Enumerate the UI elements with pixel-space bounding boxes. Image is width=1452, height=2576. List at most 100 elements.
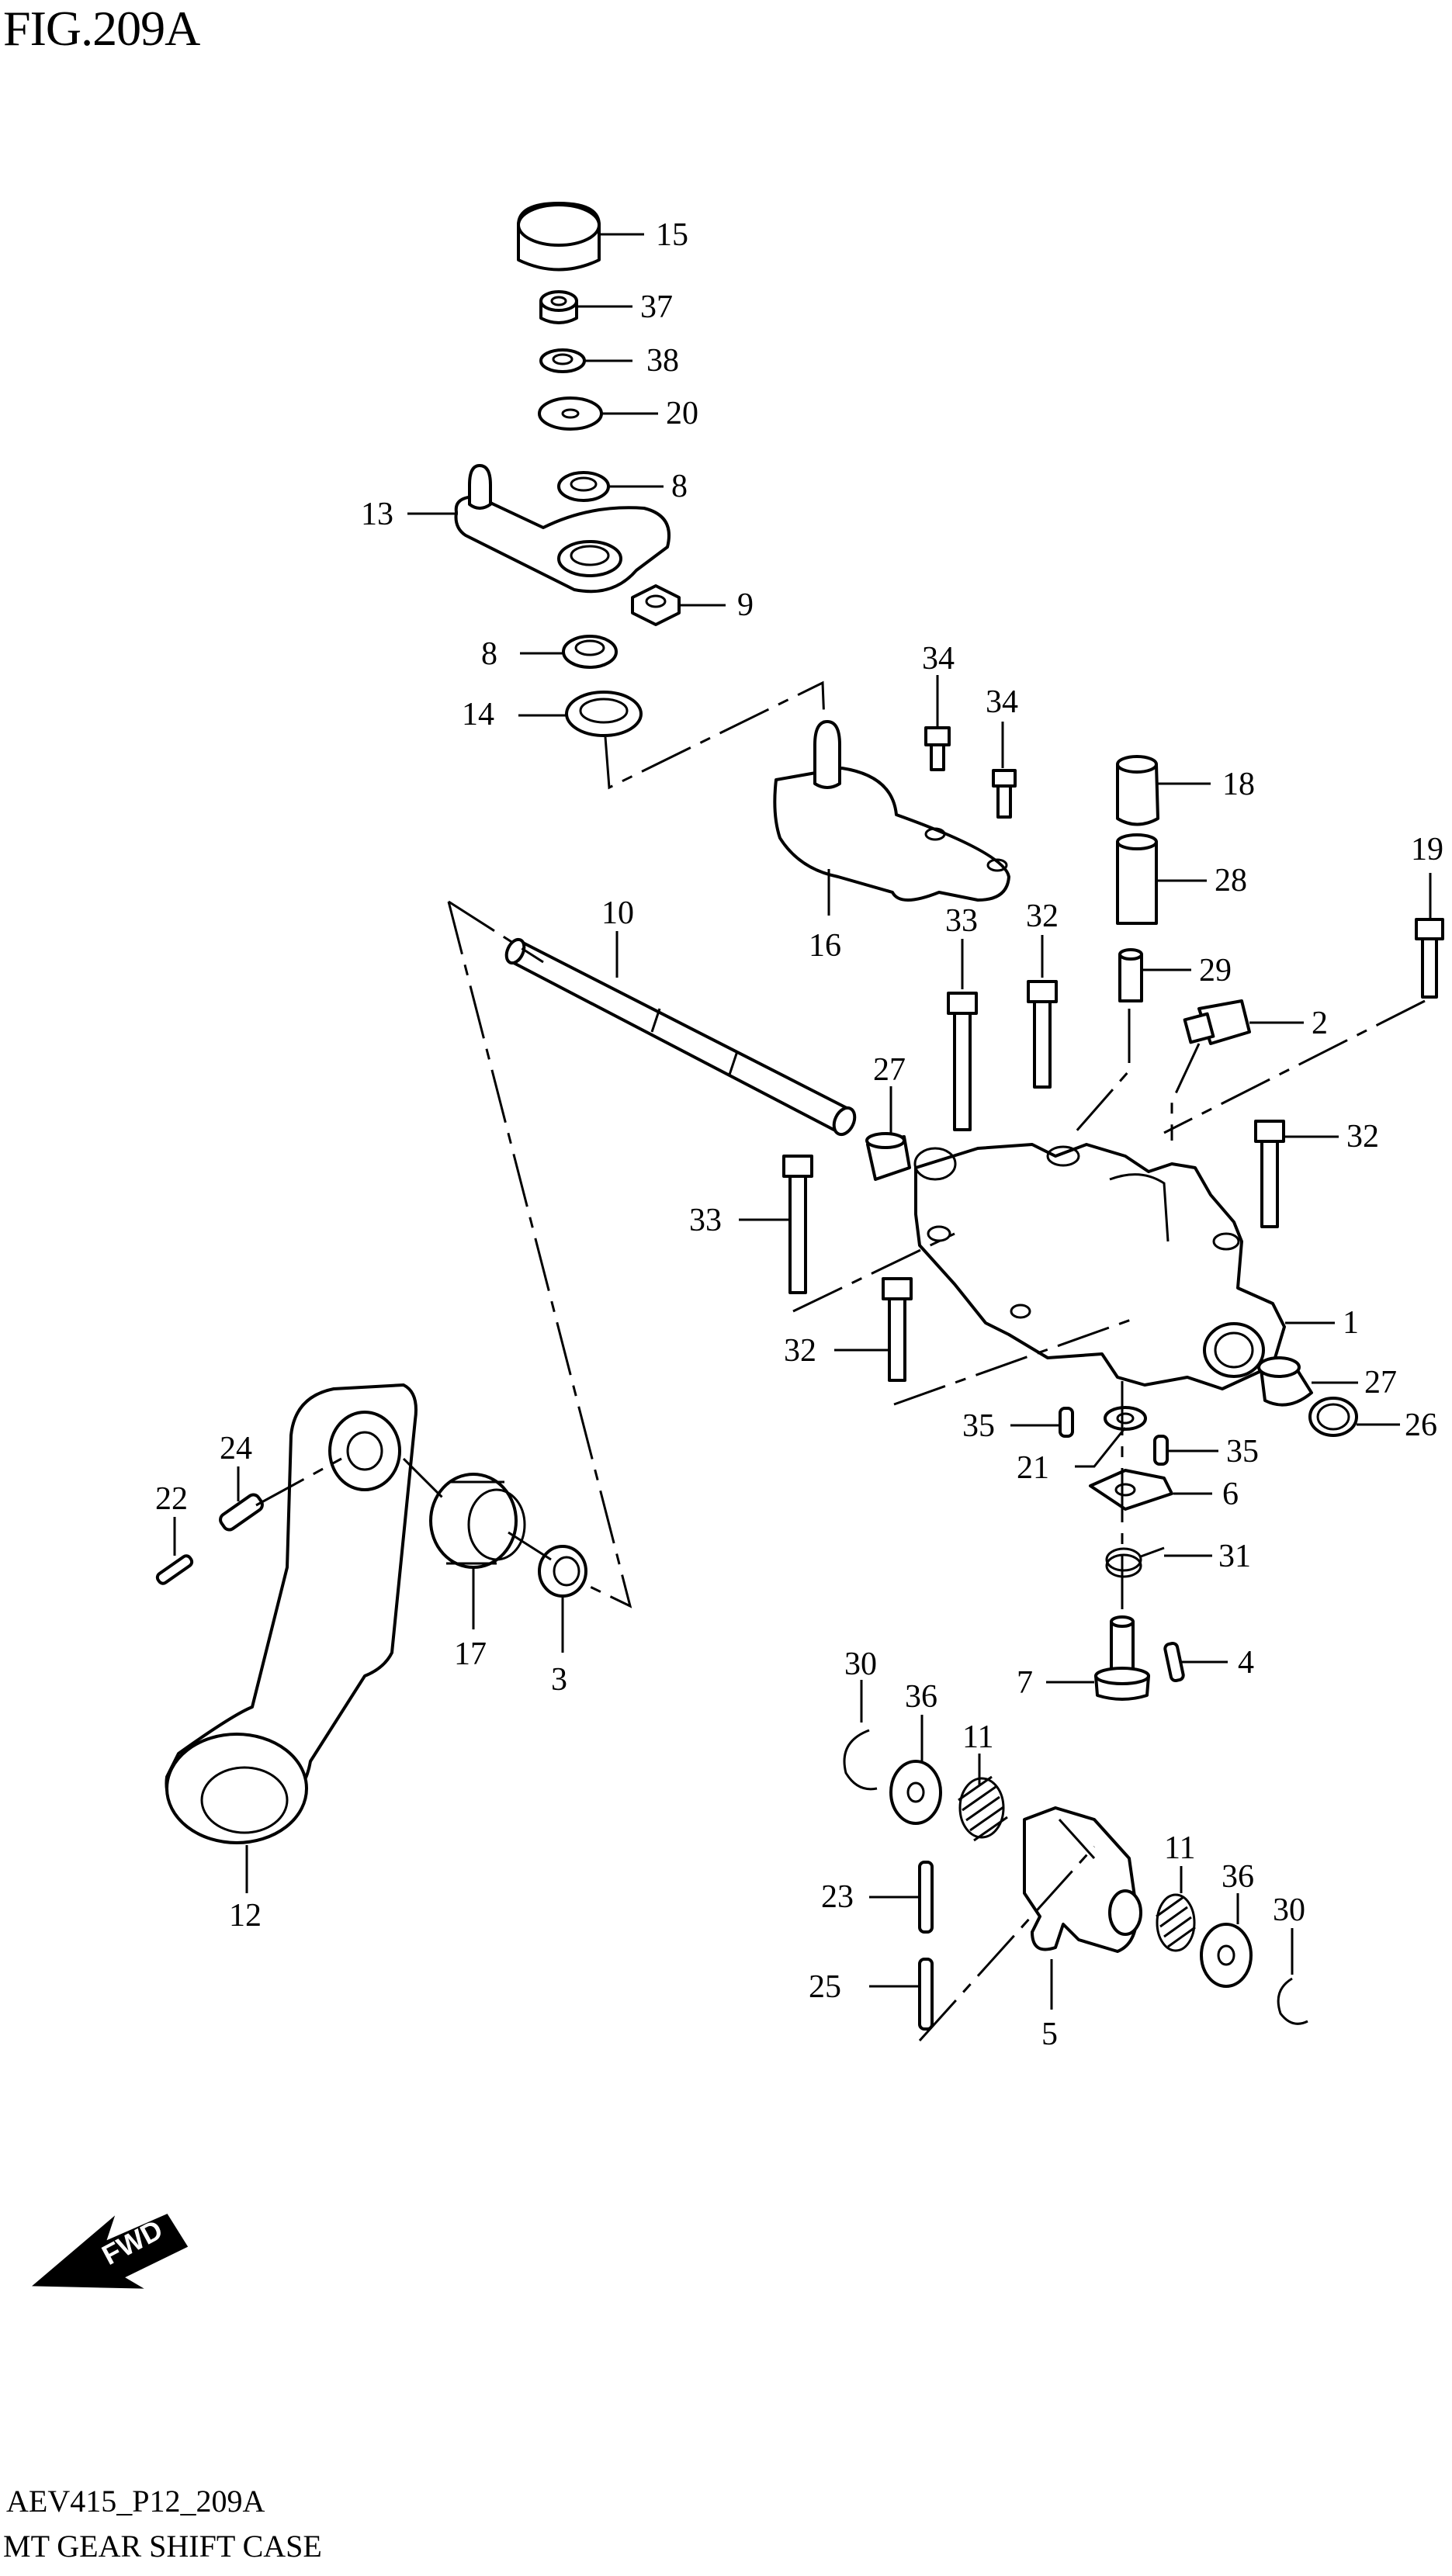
part-pin-23 <box>918 1861 934 1934</box>
callout-11a: 11 <box>962 1719 993 1755</box>
part-ring-26 <box>1308 1397 1358 1437</box>
callout-19: 19 <box>1411 832 1443 867</box>
callout-36b: 36 <box>1222 1859 1254 1895</box>
part-pin-24 <box>219 1493 264 1532</box>
part-spring-11b <box>1156 1893 1196 1952</box>
callout-9: 9 <box>737 587 754 623</box>
part-lever-12 <box>165 1383 418 1844</box>
part-switch-2 <box>1183 999 1251 1045</box>
callout-8b: 8 <box>481 636 497 672</box>
callout-32c: 32 <box>784 1333 816 1369</box>
part-detent-5 <box>1023 1806 1142 1953</box>
part-bolt-33a <box>947 992 978 1131</box>
part-bolt-19 <box>1415 918 1444 999</box>
part-washer-20 <box>538 396 603 431</box>
part-bolt-32c <box>882 1277 913 1382</box>
figure-code: AEV415_P12_209A <box>6 2484 265 2519</box>
callout-2: 2 <box>1312 1006 1328 1041</box>
part-bolt-34b <box>992 769 1017 819</box>
fwd-arrow-icon: FWD <box>32 2213 189 2289</box>
callout-27b: 27 <box>1364 1365 1397 1401</box>
callout-34b: 34 <box>986 684 1018 720</box>
part-shaft-10 <box>504 937 857 1137</box>
part-case-1 <box>913 1143 1286 1390</box>
callout-24: 24 <box>220 1431 252 1466</box>
part-washer-21 <box>1104 1406 1147 1431</box>
callout-25: 25 <box>809 1969 841 2005</box>
figure-caption: MT GEAR SHIFT CASE <box>3 2529 322 2564</box>
callout-27a: 27 <box>873 1052 906 1088</box>
part-lever-16 <box>773 720 1010 902</box>
part-seal-3 <box>538 1545 587 1598</box>
callout-17: 17 <box>454 1636 487 1672</box>
part-lever-13 <box>454 464 671 594</box>
callout-32b: 32 <box>1346 1119 1379 1155</box>
part-boot-18 <box>1116 755 1159 826</box>
callout-33a: 33 <box>945 903 978 939</box>
callout-3: 3 <box>551 1662 567 1698</box>
callout-1: 1 <box>1343 1305 1359 1341</box>
part-clip-30b <box>1277 1977 1308 2025</box>
part-nut-9 <box>631 584 681 626</box>
part-bushing-8b <box>562 635 618 669</box>
callout-7: 7 <box>1017 1665 1033 1701</box>
part-bushing-14 <box>565 691 643 737</box>
part-bolt-34a <box>924 726 951 771</box>
part-bolt-32a <box>1027 980 1058 1089</box>
part-pin-35a <box>1059 1407 1074 1438</box>
callout-29: 29 <box>1199 953 1232 989</box>
callout-38: 38 <box>646 343 679 379</box>
part-bolt-32b <box>1254 1120 1285 1228</box>
callout-37: 37 <box>640 289 673 325</box>
callout-30a: 30 <box>844 1646 877 1682</box>
callout-4: 4 <box>1238 1645 1254 1681</box>
part-pin-25 <box>918 1958 934 2031</box>
part-washer-38 <box>539 348 586 373</box>
part-pin-7 <box>1094 1615 1150 1701</box>
callout-11b: 11 <box>1164 1830 1195 1866</box>
callout-23: 23 <box>821 1879 854 1915</box>
part-cap-15 <box>517 202 601 272</box>
callout-18: 18 <box>1222 767 1255 802</box>
part-sleeve-28 <box>1116 833 1158 925</box>
part-spring-31 <box>1105 1546 1165 1578</box>
callout-28: 28 <box>1215 863 1247 898</box>
part-bolt-33b <box>782 1155 813 1294</box>
callout-30b: 30 <box>1273 1892 1305 1928</box>
callout-20: 20 <box>666 396 698 431</box>
callout-10: 10 <box>601 895 634 931</box>
callout-12: 12 <box>229 1898 262 1934</box>
callout-35b: 35 <box>1226 1434 1259 1470</box>
callout-14: 14 <box>462 697 494 732</box>
part-pin-22 <box>155 1554 194 1585</box>
callout-6: 6 <box>1222 1477 1239 1512</box>
callout-16: 16 <box>809 928 841 964</box>
callout-labels: 15 37 38 20 8 13 9 8 14 34 34 18 28 16 1… <box>155 217 1443 2052</box>
callout-8a: 8 <box>671 469 688 504</box>
part-clip-30a <box>843 1729 878 1791</box>
callout-35a: 35 <box>962 1408 995 1444</box>
callout-33b: 33 <box>689 1203 722 1238</box>
part-nut-37 <box>539 290 578 324</box>
callout-21: 21 <box>1017 1450 1049 1486</box>
part-bushing-8a <box>557 471 610 502</box>
part-spring-11a <box>958 1775 1008 1842</box>
part-collar-17 <box>429 1473 526 1569</box>
callout-32a: 32 <box>1026 898 1059 934</box>
part-bushing-27b <box>1257 1356 1313 1407</box>
figure-title: FIG.209A <box>3 1 200 56</box>
part-pin-35b <box>1153 1435 1169 1466</box>
callout-26: 26 <box>1405 1407 1437 1443</box>
callout-13: 13 <box>361 497 393 532</box>
part-bushing-27a <box>865 1132 911 1181</box>
callout-34a: 34 <box>922 641 955 677</box>
callout-31: 31 <box>1218 1539 1251 1574</box>
callout-5: 5 <box>1041 2017 1058 2052</box>
part-washer-36a <box>889 1760 942 1825</box>
callout-36a: 36 <box>905 1679 937 1715</box>
part-pin-29 <box>1118 948 1143 1002</box>
part-plate-6 <box>1089 1469 1173 1511</box>
part-washer-36b <box>1200 1923 1253 1988</box>
part-pin-4 <box>1163 1641 1185 1683</box>
